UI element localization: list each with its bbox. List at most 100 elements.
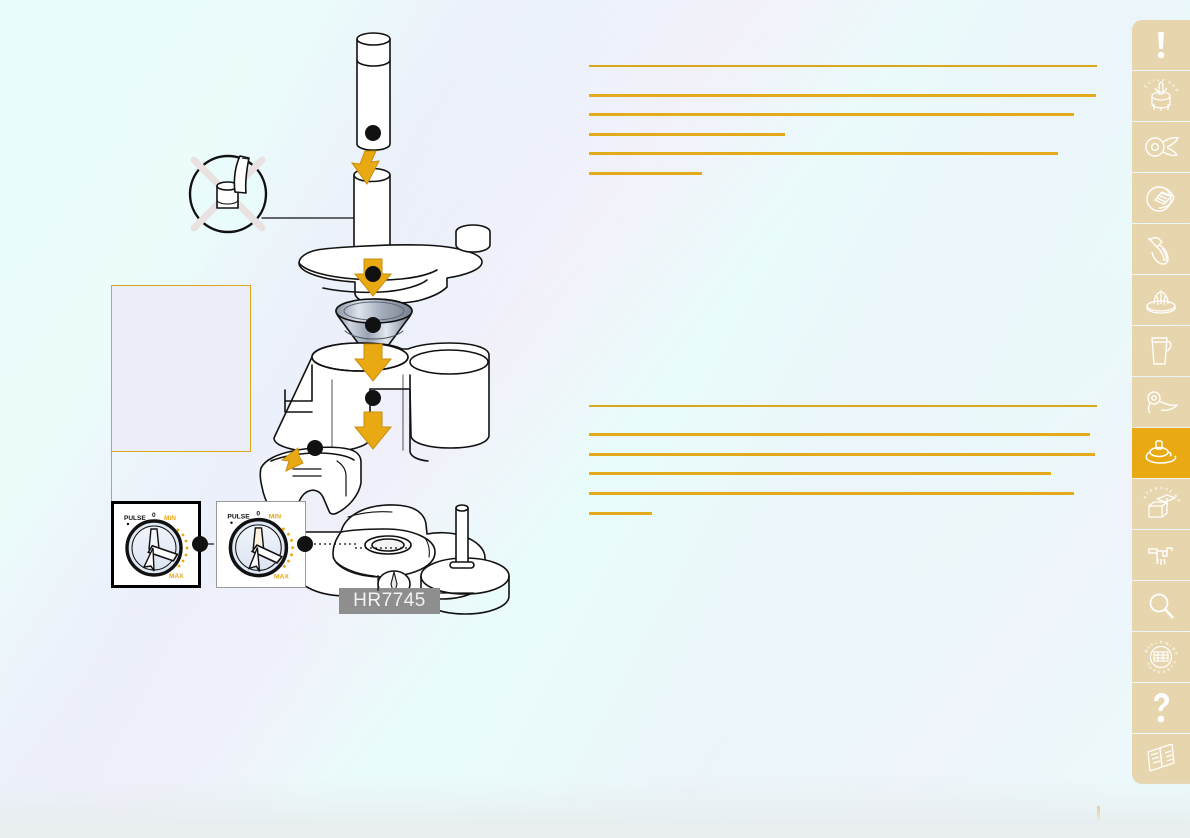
- text-placeholder-line: [589, 512, 652, 515]
- sidebar-item-guarantee[interactable]: W O R L D W I D E G U A R A N T Y: [1132, 632, 1190, 682]
- citrus-press-icon: [1143, 286, 1179, 314]
- svg-text:E: E: [1174, 651, 1179, 656]
- question-mark-icon: [1148, 692, 1174, 724]
- pusher-part: [356, 32, 391, 151]
- assembly-arrows: [280, 150, 393, 472]
- svg-text:I: I: [1169, 643, 1172, 647]
- model-badge-leader: [377, 575, 474, 594]
- model-number-badge: HR7745: [339, 588, 440, 614]
- svg-text:C: C: [1157, 79, 1160, 82]
- svg-text:O: O: [1149, 488, 1153, 493]
- svg-text:D: D: [1160, 640, 1163, 644]
- svg-text:A: A: [1163, 670, 1167, 674]
- svg-text:A: A: [1153, 668, 1157, 673]
- storage-box-icon: S T O R A G E B O: [1141, 487, 1181, 521]
- sidebar-item-cleaning[interactable]: [1132, 530, 1190, 580]
- sidebar-item-storage-box[interactable]: S T O R A G E B O: [1132, 479, 1190, 529]
- text-placeholder-line: [589, 453, 1095, 456]
- sidebar-item-whisk[interactable]: [1132, 224, 1190, 274]
- worldwide-guarantee-icon: W O R L D W I D E G U A R A N T Y: [1142, 640, 1180, 674]
- svg-text:B: B: [1173, 494, 1178, 499]
- sidebar-item-click-and-go[interactable]: C L I C K & G O: [1132, 71, 1190, 121]
- svg-text:N: N: [1167, 667, 1171, 672]
- svg-text:W: W: [1144, 648, 1150, 654]
- chapter-tab-sidebar[interactable]: C L I C K & G O: [1132, 20, 1190, 784]
- svg-text:R: R: [1155, 487, 1159, 491]
- text-placeholder-line: [589, 94, 1096, 97]
- svg-text:C: C: [1144, 84, 1149, 89]
- dial-2-dot: [297, 536, 313, 552]
- click-and-go-icon: C L I C K & G O: [1141, 79, 1181, 113]
- citrus-press-bowl: [273, 342, 490, 462]
- svg-text:W: W: [1165, 641, 1170, 646]
- open-book-icon: [1144, 744, 1178, 774]
- note-box-stem: [111, 452, 113, 509]
- sidebar-item-mini-chopper[interactable]: [1132, 377, 1190, 427]
- svg-text:G: G: [1165, 487, 1169, 492]
- svg-text:E: E: [1169, 489, 1174, 494]
- svg-text:A: A: [1160, 487, 1163, 490]
- section-rule-bottom: [589, 405, 1097, 407]
- text-placeholder-line: [589, 433, 1090, 436]
- control-dial-position-1: PULSE 0 MIN MAX: [111, 501, 201, 588]
- sidebar-item-blender-jar[interactable]: [1132, 326, 1190, 376]
- accessory-disc-icon: [1143, 439, 1179, 467]
- do-not-force-detail: [188, 154, 268, 234]
- sidebar-item-accessories[interactable]: [1132, 428, 1190, 478]
- content-text-column: [589, 0, 1099, 838]
- dial-min-label: MIN: [269, 514, 281, 521]
- sidebar-item-manual[interactable]: [1132, 734, 1190, 784]
- svg-text:S: S: [1143, 495, 1148, 500]
- sidebar-item-disc[interactable]: [1132, 173, 1190, 223]
- tap-water-icon: [1145, 540, 1177, 570]
- svg-text:T: T: [1170, 664, 1174, 668]
- svg-text:Y: Y: [1173, 660, 1178, 665]
- dial-connector-graphics: [192, 536, 358, 552]
- svg-text:O: O: [1174, 88, 1179, 93]
- svg-text:R: R: [1158, 670, 1162, 674]
- sidebar-item-troubleshooting[interactable]: [1132, 683, 1190, 733]
- dial-max-label: MAX: [274, 574, 289, 581]
- svg-text:U: U: [1148, 666, 1153, 671]
- sidebar-item-important[interactable]: [1132, 20, 1190, 70]
- magnifier-icon: [1146, 591, 1176, 621]
- sidebar-item-citrus-press[interactable]: [1132, 275, 1190, 325]
- svg-text:L: L: [1148, 80, 1152, 85]
- lid-with-feed-tube: [298, 167, 491, 305]
- text-placeholder-line: [589, 152, 1058, 155]
- grating-disc-icon: [1145, 183, 1177, 213]
- text-placeholder-line: [589, 172, 702, 175]
- sidebar-item-blade[interactable]: [1132, 122, 1190, 172]
- dial-zero-label: 0: [256, 511, 260, 518]
- motor-base-unit: [296, 504, 510, 615]
- svg-text:G: G: [1146, 662, 1151, 667]
- dial-zero-label: 0: [152, 512, 156, 519]
- svg-text:K: K: [1162, 79, 1166, 82]
- svg-text:O: O: [1176, 498, 1181, 503]
- dial-pulse-label: PULSE: [227, 514, 250, 521]
- sidebar-item-search[interactable]: [1132, 581, 1190, 631]
- exclamation-icon: [1148, 30, 1174, 60]
- product-illustration: [95, 20, 515, 640]
- dial-pulse-label: PULSE: [124, 515, 146, 522]
- text-placeholder-line: [589, 113, 1074, 116]
- svg-text:O: O: [1146, 645, 1151, 650]
- whisk-icon: [1145, 233, 1177, 265]
- section-rule-top: [589, 65, 1097, 67]
- blade-icon: [1143, 134, 1179, 160]
- dial-min-label: MIN: [164, 515, 176, 522]
- page-number-marker: [1097, 806, 1100, 821]
- mini-chopper-icon: [1144, 389, 1178, 415]
- dial-1-dot: [192, 536, 208, 552]
- svg-text:R: R: [1150, 642, 1154, 647]
- text-placeholder-line: [589, 492, 1074, 495]
- text-placeholder-line: [589, 472, 1051, 475]
- note-placeholder-box: [111, 285, 251, 452]
- dial-to-base-leader: [355, 547, 410, 549]
- blender-jar-icon: [1148, 335, 1174, 367]
- svg-text:G: G: [1172, 83, 1177, 88]
- svg-text:L: L: [1154, 641, 1157, 645]
- svg-text:T: T: [1146, 491, 1151, 496]
- dial-max-label: MAX: [169, 573, 184, 580]
- text-placeholder-line: [589, 133, 785, 136]
